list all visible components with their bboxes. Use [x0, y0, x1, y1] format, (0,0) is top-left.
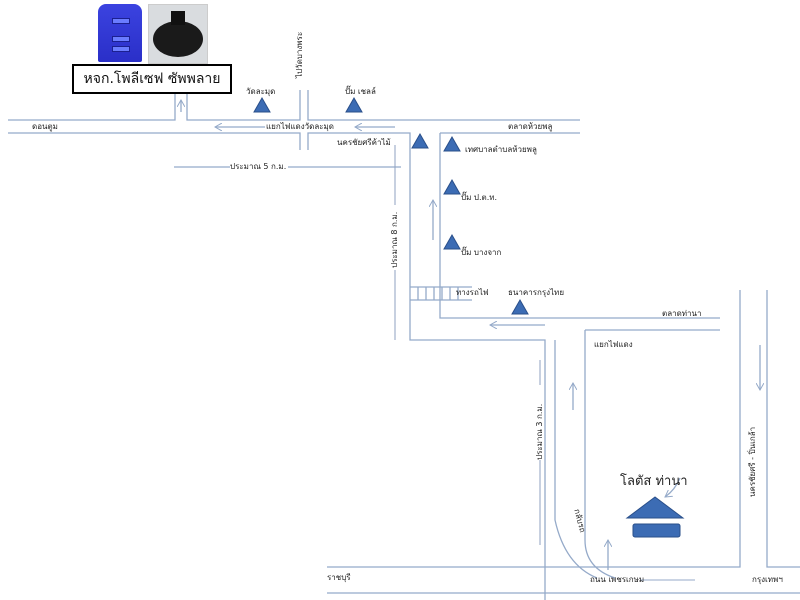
- road-top-lower-mid: [307, 132, 546, 600]
- label-lotus-tha-na: โลตัส ท่านา: [620, 474, 688, 489]
- label-bangkok: กรุงเทพฯ: [752, 575, 783, 584]
- label-junction: แยกไฟแดง: [594, 340, 633, 349]
- septic-tank-photo: [148, 4, 208, 64]
- road-top-upper: [8, 94, 176, 121]
- marker-pump-bangchak: [443, 233, 461, 250]
- label-to-wat-bangphra: ไปวัดบางพระ: [295, 31, 304, 78]
- label-approx-5km: ประมาณ 5 ก.ม.: [230, 162, 287, 171]
- label-junction-wat-lamut: แยกไฟแดงวัดละมุด: [266, 122, 334, 131]
- marker-pump-ptt: [443, 178, 461, 195]
- road-inner-to-south: [584, 330, 616, 579]
- label-ratchaburi: ราชบุรี: [327, 573, 351, 582]
- company-title: หจก.โพลีเซฟ ซัพพลาย: [72, 64, 232, 94]
- label-talat-tha-na: ตลาดท่านา: [662, 309, 702, 318]
- label-pump-bangchak: ปั๊ม บางจาก: [461, 248, 502, 257]
- label-talat-huai-phlu: ตลาดห้วยพลู: [508, 122, 553, 131]
- marker-nakhon-chaisri-kha-mai: [411, 132, 429, 149]
- label-phetkasem-road: ถนน เพชรเกษม: [590, 575, 645, 584]
- marker-thesaban: [443, 135, 461, 152]
- road-wat-bangphra-right: [307, 90, 580, 121]
- arrow-lotus: [665, 477, 681, 497]
- lotus-building-icon: [625, 496, 685, 538]
- label-approx-8km: ประมาณ 8 ก.ม.: [390, 211, 399, 268]
- road-branch-to-junction: [554, 340, 598, 579]
- label-nakhon-chaisri-pinklao: นครชัยศรี - ปิ่นเกล้า: [748, 426, 757, 497]
- road-top-lower-left: [8, 132, 301, 150]
- road-pinklao-left: [600, 290, 741, 568]
- marker-pump-shell: [345, 96, 363, 113]
- label-railway: ทางรถไฟ: [456, 288, 489, 297]
- label-approx-3km: ประมาณ 3 ก.ม.: [535, 403, 544, 460]
- label-pump-shell: ปั๊ม เชลล์: [345, 87, 376, 96]
- label-pump-ptt: ปั๊ม ป.ต.ท.: [461, 193, 498, 202]
- road-top-upper-right: [186, 90, 301, 121]
- road-main-inner: [439, 133, 720, 319]
- marker-krungthai-bank: [511, 298, 529, 315]
- railway-tracks: [410, 286, 472, 301]
- label-wat-lamut: วัดละมุด: [246, 87, 276, 96]
- water-tank-photo: [98, 4, 142, 62]
- marker-wat-lamut: [253, 96, 271, 113]
- label-donphum: ดอนตูม: [32, 122, 58, 131]
- label-krungthai-bank: ธนาคารกรุงไทย: [508, 288, 565, 297]
- label-nakhon-chaisri-kha-mai: นครชัยศรีค้าไม้: [337, 138, 391, 147]
- road-pinklao-right: [766, 290, 800, 568]
- label-thesaban-huai-phlu: เทศบาลตำบลห้วยพลู: [465, 145, 537, 154]
